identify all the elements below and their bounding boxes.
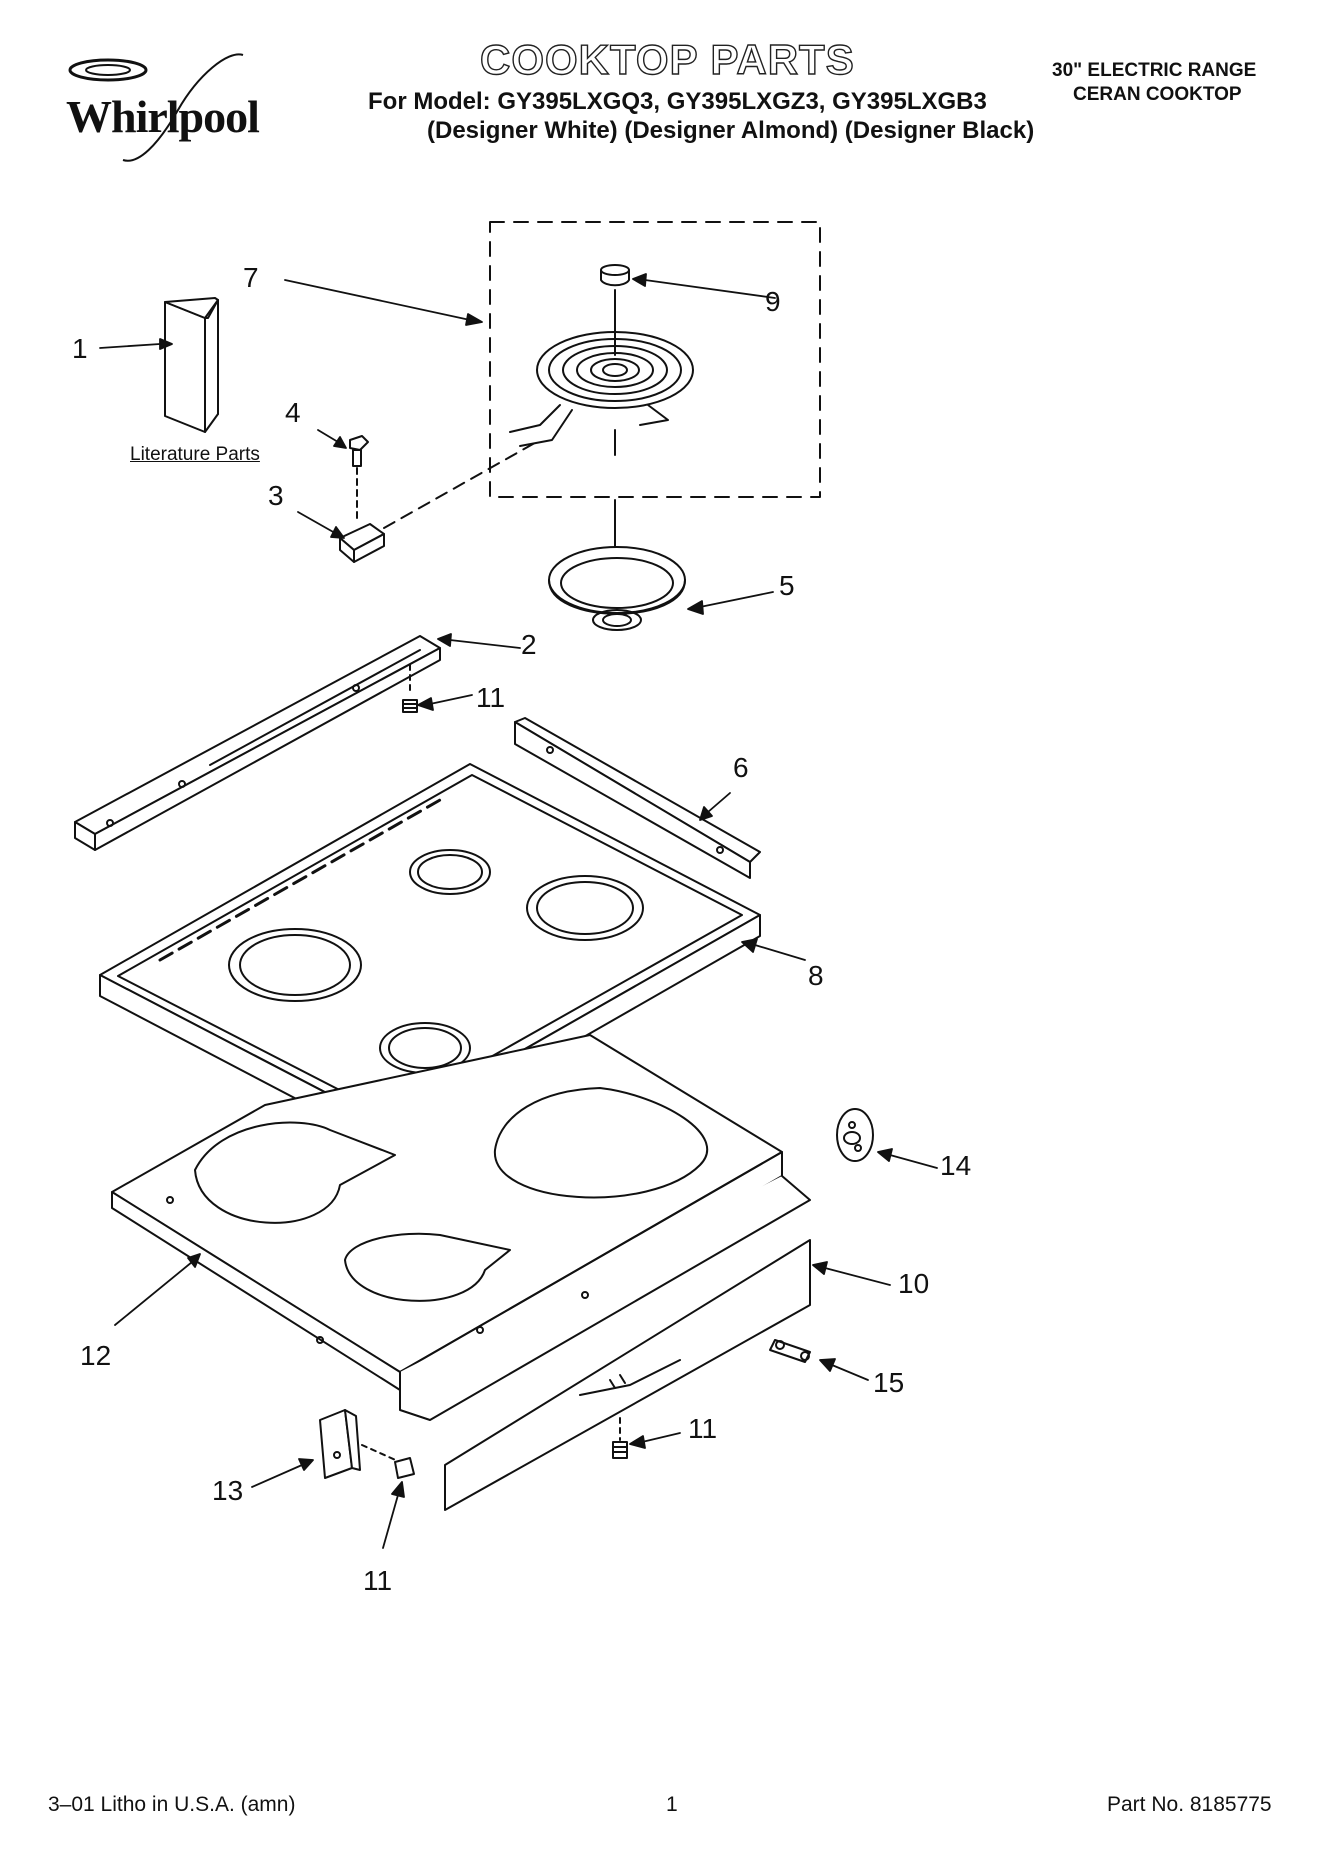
callout-7: 7 bbox=[243, 262, 259, 293]
callout-12: 12 bbox=[80, 1340, 112, 1371]
callout-11-bottom: 11 bbox=[363, 1565, 393, 1596]
range-type-line2: CERAN COOKTOP bbox=[1073, 84, 1242, 105]
callout-1: 1 bbox=[72, 333, 88, 364]
callout-11-top: 11 bbox=[476, 682, 506, 713]
model-line: For Model: GY395LXGQ3, GY395LXGZ3, GY395… bbox=[368, 88, 987, 115]
footer-part-number: Part No. 8185775 bbox=[1107, 1793, 1272, 1816]
drip-bowl-part-5 bbox=[548, 546, 686, 631]
callout-5: 5 bbox=[779, 570, 795, 601]
footer-litho: 3–01 Litho in U.S.A. (amn) bbox=[48, 1793, 296, 1816]
screw-part-11-top bbox=[402, 664, 418, 713]
leader-lines bbox=[99, 273, 938, 1549]
callout-6: 6 bbox=[733, 752, 749, 783]
literature-booklet bbox=[164, 297, 219, 433]
side-trim-part-6 bbox=[514, 717, 761, 879]
callout-10: 10 bbox=[898, 1268, 930, 1299]
callout-9: 9 bbox=[765, 286, 781, 317]
callout-8: 8 bbox=[808, 960, 824, 991]
whirlpool-logo: Whirlpool bbox=[48, 50, 278, 170]
callout-11-middle: 11 bbox=[688, 1413, 718, 1444]
terminal-block-part-3 bbox=[339, 439, 541, 563]
cooktop-pan-part-12 bbox=[111, 1034, 811, 1421]
footer-page-number: 1 bbox=[666, 1793, 678, 1816]
page-title: COOKTOP PARTS bbox=[479, 35, 855, 83]
center-cap-part-9 bbox=[600, 264, 630, 356]
callout-4: 4 bbox=[285, 397, 301, 428]
literature-parts-label: Literature Parts bbox=[130, 444, 260, 465]
screw-part-11-bottom bbox=[361, 1444, 415, 1479]
screw-part-4 bbox=[349, 435, 369, 521]
callout-3: 3 bbox=[268, 480, 284, 511]
rear-bracket-part-2 bbox=[74, 635, 441, 851]
callout-13: 13 bbox=[212, 1475, 244, 1506]
front-trim-part-10 bbox=[444, 1239, 811, 1511]
screw-part-11-middle bbox=[612, 1417, 628, 1459]
colors-line: (Designer White) (Designer Almond) (Desi… bbox=[427, 117, 1035, 144]
switch-part-14 bbox=[836, 1108, 874, 1162]
sensor-part-15 bbox=[769, 1339, 811, 1363]
range-type-line1: 30" ELECTRIC RANGE bbox=[1052, 60, 1257, 81]
callout-14: 14 bbox=[940, 1150, 972, 1181]
callout-2: 2 bbox=[521, 629, 537, 660]
element-assembly-dashed-box bbox=[489, 221, 821, 498]
brand-wordmark: Whirlpool bbox=[66, 91, 260, 142]
callout-15: 15 bbox=[873, 1367, 905, 1398]
bracket-part-13 bbox=[319, 1409, 361, 1479]
